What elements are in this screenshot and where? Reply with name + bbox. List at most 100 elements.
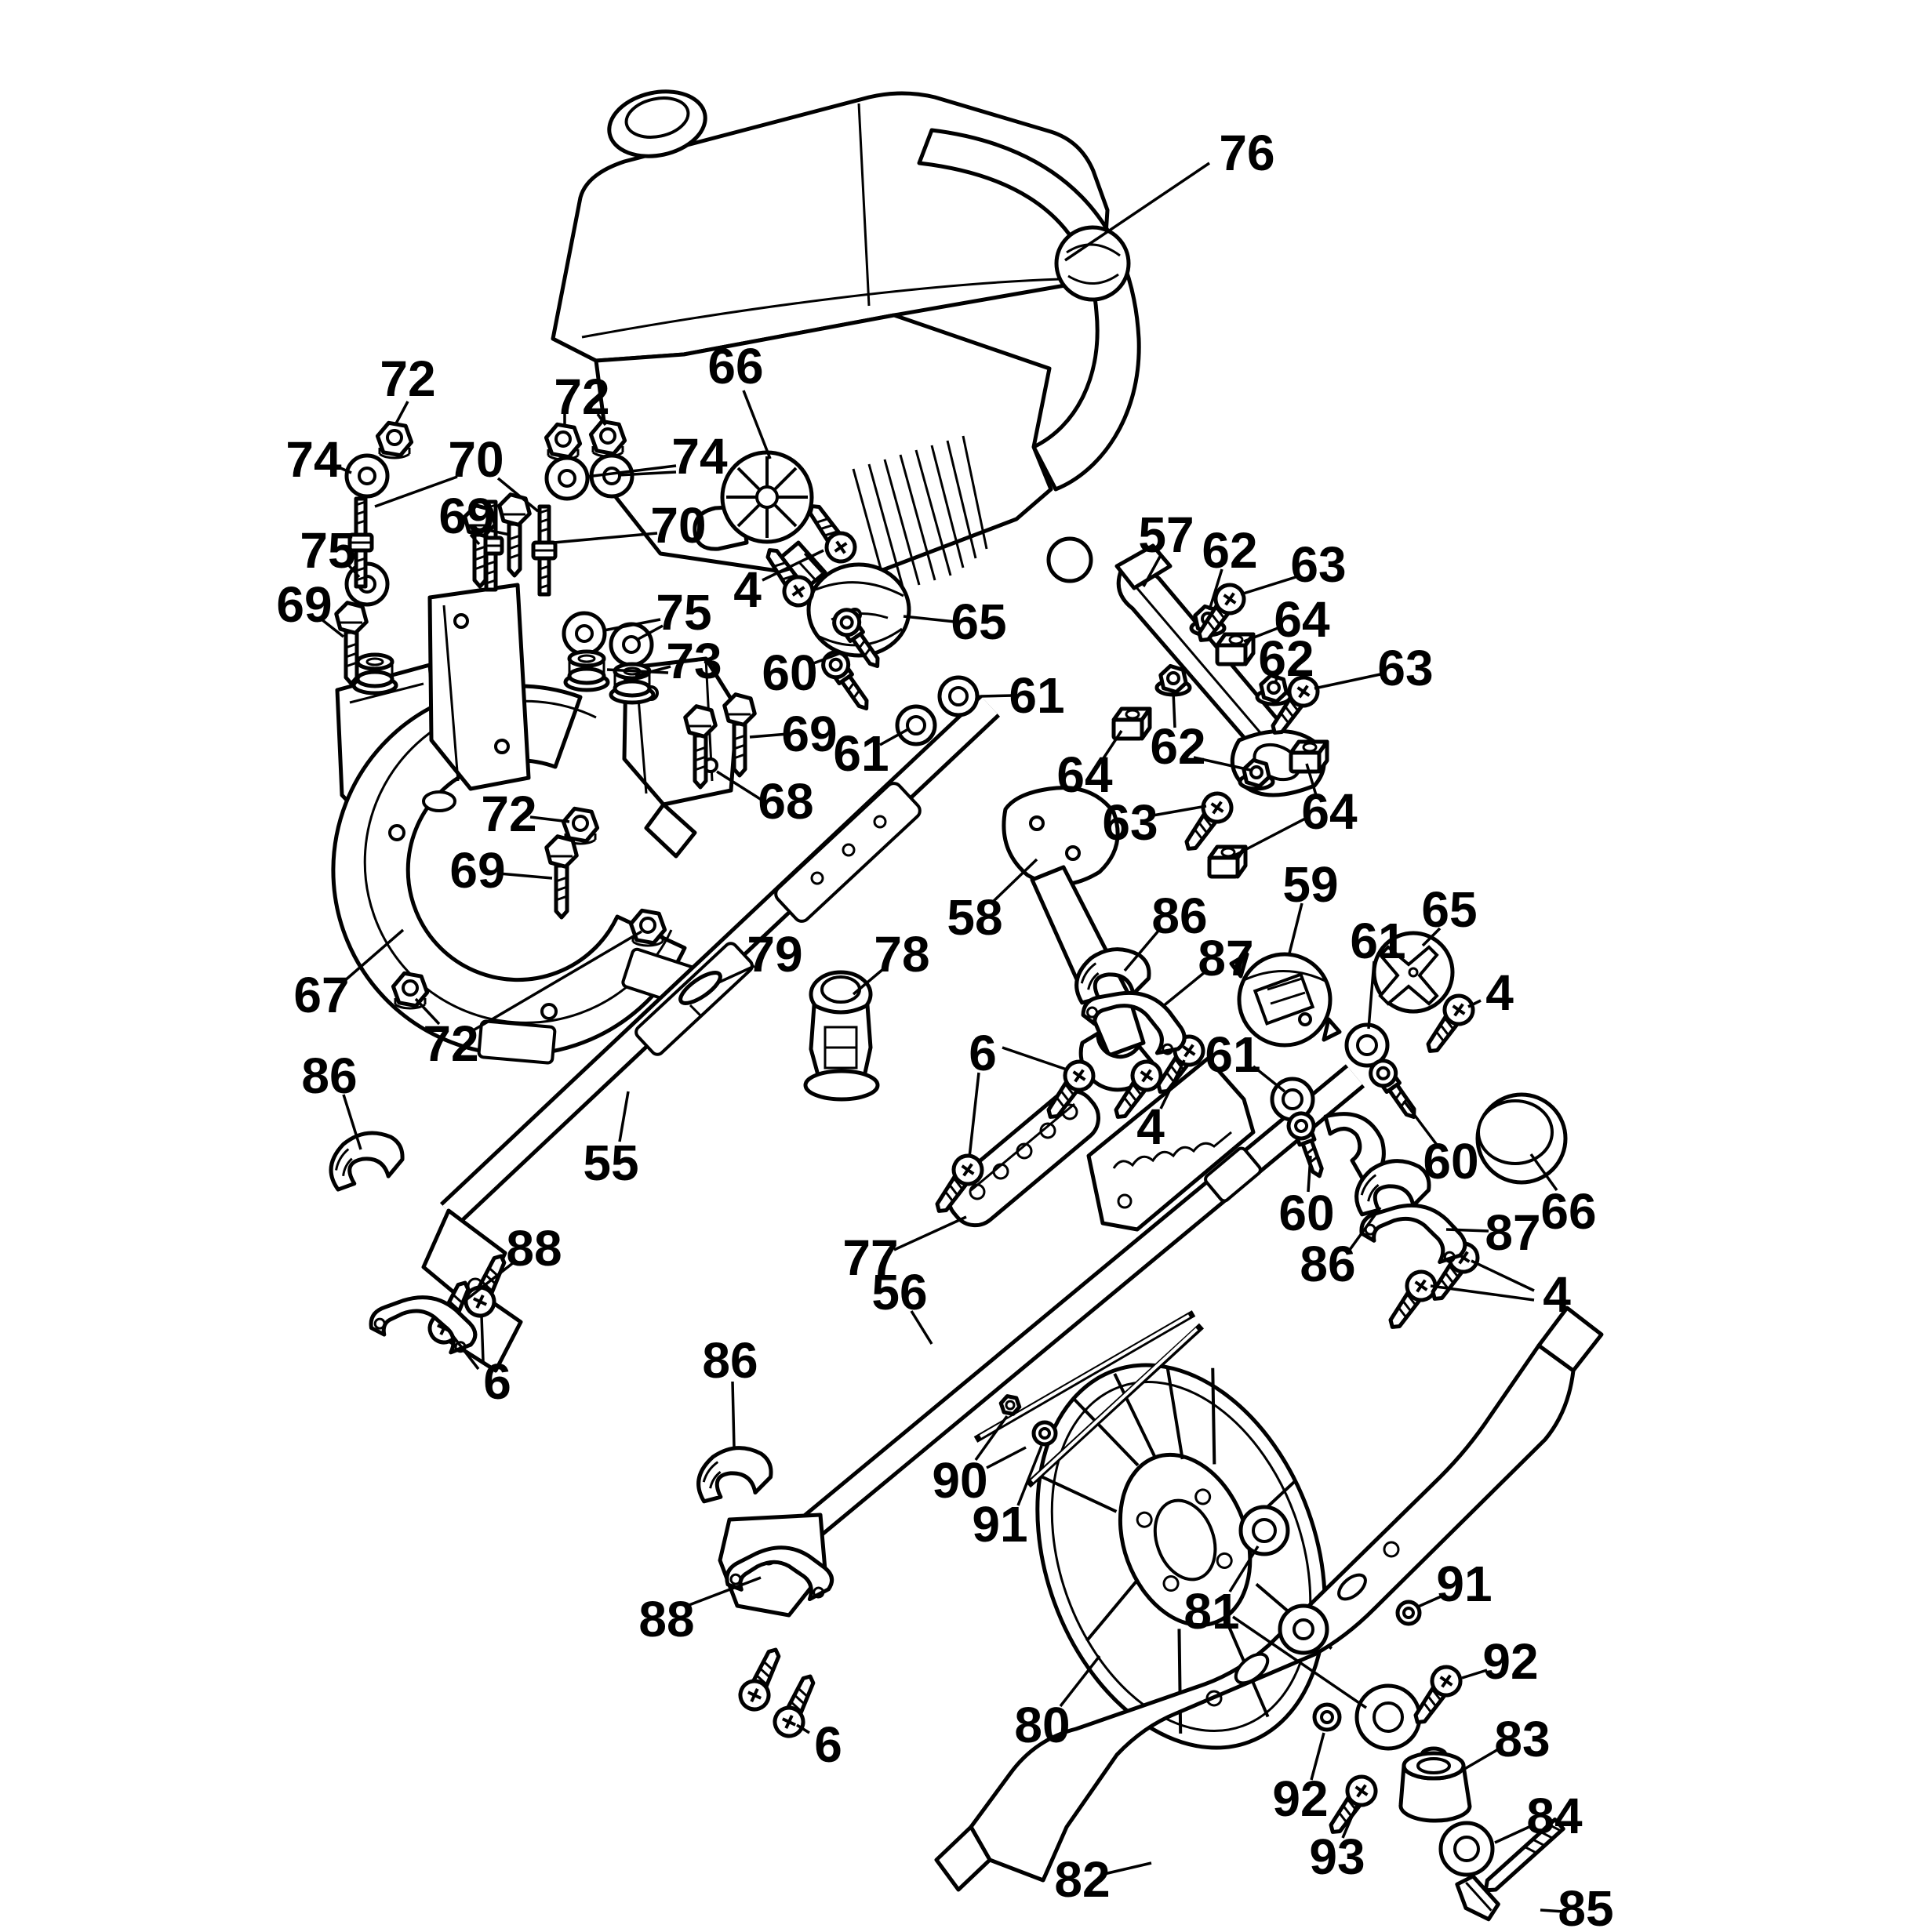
blade-bolt-85 xyxy=(1455,1818,1565,1922)
part-number-label: 55 xyxy=(583,1135,638,1191)
deck-baffle-67 xyxy=(331,663,712,1065)
saddle-pad-86 xyxy=(1354,1159,1431,1217)
shoulder-bolt-60 xyxy=(832,608,880,668)
rail-56 xyxy=(718,1056,1386,1618)
part-number-label: 73 xyxy=(666,633,722,689)
part-number-label: 6 xyxy=(969,1025,997,1081)
part-number-label: 57 xyxy=(1138,507,1194,563)
part-number-label: 4 xyxy=(1136,1099,1165,1155)
leader-line xyxy=(496,477,540,513)
part-number-label: 4 xyxy=(1485,964,1514,1021)
washer xyxy=(1344,1022,1390,1068)
leader-line xyxy=(1471,1259,1535,1292)
part-number-label: 92 xyxy=(1272,1770,1328,1827)
pan-screw xyxy=(1114,1059,1163,1119)
leader-line xyxy=(617,470,677,477)
leader-line xyxy=(1305,763,1318,796)
hex-bolt-69 xyxy=(497,492,532,578)
leader-line xyxy=(1314,673,1381,690)
hex-nut-72 xyxy=(391,971,430,1010)
part-number-label: 6 xyxy=(814,1716,842,1773)
leader-line xyxy=(893,1215,967,1251)
leader-line xyxy=(1416,1593,1445,1609)
hex-nut-72 xyxy=(561,806,600,845)
clamp-87-88 xyxy=(369,1295,478,1355)
leader-line xyxy=(1346,1206,1382,1255)
part-number-label: 86 xyxy=(1151,888,1207,944)
washer xyxy=(1312,1702,1342,1732)
adjust-knob-78 xyxy=(803,970,880,1102)
leader-line xyxy=(469,533,481,546)
part-number-label: 84 xyxy=(1526,1788,1583,1844)
hex-bolt-69 xyxy=(544,834,579,920)
leader-line xyxy=(1402,1099,1438,1146)
leader-line xyxy=(487,528,511,536)
part-number-label: 76 xyxy=(1219,125,1274,181)
part-number-label: 88 xyxy=(506,1220,562,1276)
leader-line xyxy=(1232,815,1309,858)
leader-line xyxy=(342,1094,362,1150)
leader-line xyxy=(1152,804,1207,817)
engine-cooling-fins xyxy=(852,435,988,595)
part-number-label: 86 xyxy=(1300,1236,1355,1292)
part-number-label: 68 xyxy=(758,773,813,830)
part-number-label: 61 xyxy=(1350,913,1405,969)
part-number-label: 79 xyxy=(747,926,802,982)
leader-line xyxy=(1430,1284,1535,1302)
leader-line xyxy=(1367,961,1376,1030)
leader-line xyxy=(1445,1228,1489,1233)
washer xyxy=(1438,1821,1495,1877)
leader-line xyxy=(686,1576,762,1607)
adjuster-wheel-65 xyxy=(1372,931,1455,1014)
part-number-label: 61 xyxy=(1009,667,1064,724)
square-nut-64 xyxy=(1289,739,1329,774)
part-number-label: 72 xyxy=(554,369,609,425)
part-number-label: 64 xyxy=(1056,746,1113,803)
part-number-label: 77 xyxy=(842,1229,898,1286)
leader-line xyxy=(1252,1065,1286,1093)
pan-screw xyxy=(738,1647,781,1712)
leader-line xyxy=(1461,1669,1488,1680)
square-nut-64 xyxy=(1215,632,1256,666)
part-number-label: 65 xyxy=(1421,881,1477,938)
part-number-label: 63 xyxy=(1377,640,1433,696)
part-number-label: 87 xyxy=(1485,1204,1540,1261)
leader-line xyxy=(716,770,765,803)
part-number-label: 75 xyxy=(656,584,711,641)
shoulder-bolt-60 xyxy=(1286,1111,1324,1178)
leader-line xyxy=(1243,626,1281,643)
leader-line xyxy=(1016,1445,1043,1506)
part-number-label: 87 xyxy=(1198,930,1253,986)
part-number-label: 60 xyxy=(1278,1185,1334,1241)
leader-line xyxy=(498,872,553,880)
part-number-label: 75 xyxy=(300,522,355,579)
washer xyxy=(1031,1420,1058,1447)
leader-line xyxy=(1142,554,1162,587)
pan-screw xyxy=(1184,791,1234,851)
part-number-label: 61 xyxy=(833,725,889,782)
leader-line xyxy=(1421,927,1442,947)
part-number-label: 69 xyxy=(438,488,494,544)
leader-line xyxy=(1161,971,1206,1008)
leader-line xyxy=(879,728,909,746)
leader-line xyxy=(618,1091,630,1142)
leader-line xyxy=(414,997,441,1026)
washer xyxy=(1395,1600,1422,1626)
pan-screw xyxy=(1388,1269,1438,1329)
leader-line xyxy=(731,1381,736,1448)
part-number-label: 62 xyxy=(1258,630,1314,687)
leader-line xyxy=(852,968,885,996)
leader-line xyxy=(1232,1615,1367,1709)
part-number-label: 59 xyxy=(1282,856,1338,913)
washer xyxy=(609,622,654,667)
part-number-label: 74 xyxy=(671,428,728,485)
leader-line xyxy=(986,1446,1027,1469)
hex-nut-72 xyxy=(375,420,414,459)
leader-line xyxy=(903,615,956,623)
flange-nut-62 xyxy=(1154,663,1192,697)
wedge-79 xyxy=(678,971,722,1018)
part-number-label: 86 xyxy=(702,1332,758,1389)
part-number-label: 82 xyxy=(1054,1851,1110,1908)
pan-screw xyxy=(1413,1665,1463,1724)
part-number-label: 4 xyxy=(1543,1266,1571,1323)
